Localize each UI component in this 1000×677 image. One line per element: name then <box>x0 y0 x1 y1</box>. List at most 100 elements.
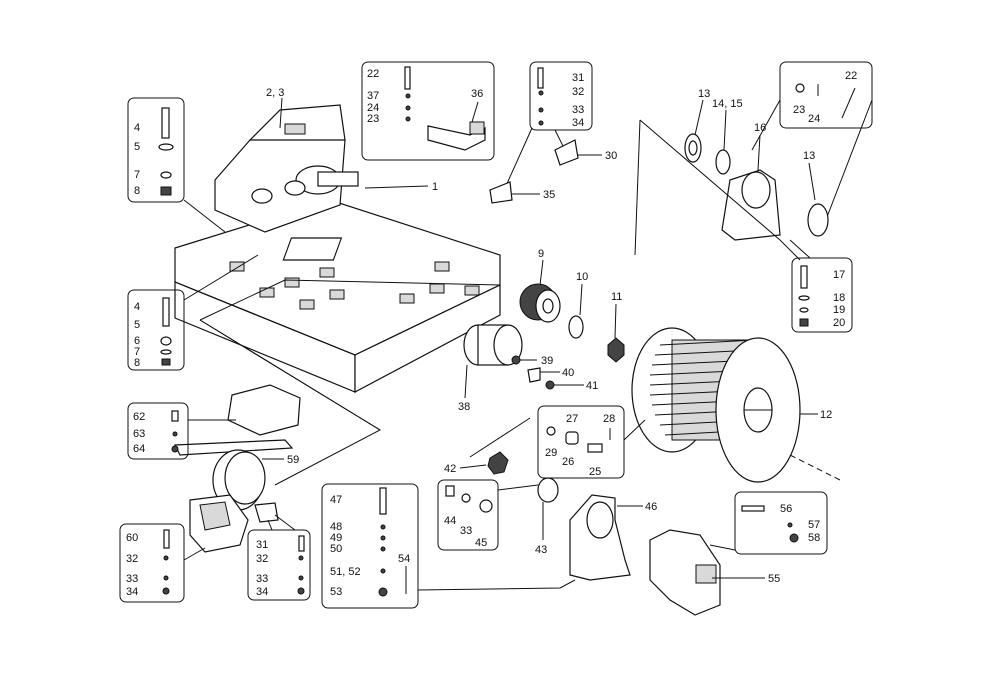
box-h-label-c: 29 <box>545 447 557 459</box>
box-b-label-0: 4 <box>134 301 140 313</box>
box-j-label-0: 47 <box>330 494 342 506</box>
pin-icon <box>795 83 805 93</box>
callout-box-m: 31 32 33 34 <box>247 514 311 601</box>
box-f-label-1: 18 <box>833 292 845 304</box>
sleeve-icon <box>160 336 172 346</box>
pin-icon <box>587 443 603 453</box>
box-l-label-1: 32 <box>126 553 138 565</box>
box-j-label-4: 51, 52 <box>330 566 361 578</box>
box-c-label-1: 37 <box>367 90 379 102</box>
bolt-icon <box>800 265 808 289</box>
box-m-label-3: 34 <box>256 586 268 598</box>
washer-icon <box>298 555 304 561</box>
box-b-label-4: 8 <box>134 357 140 369</box>
callout-35: 35 <box>543 189 555 201</box>
box-a-label-3: 8 <box>134 185 140 197</box>
box-c-label-0: 22 <box>367 68 379 80</box>
callout-42: 42 <box>444 463 456 475</box>
disc-icon <box>479 499 493 513</box>
box-f-label-2: 19 <box>833 304 845 316</box>
box-j-label-2: 49 <box>330 532 342 544</box>
callout-box-e: 22 23 24 <box>751 61 873 231</box>
nut-icon <box>789 533 799 543</box>
limit-switch-part <box>427 125 486 151</box>
motor-body <box>649 529 721 616</box>
box-i-label-a: 44 <box>444 515 456 527</box>
bearing <box>715 149 731 175</box>
box-l-label-2: 33 <box>126 573 138 585</box>
gear-group: 9 10 11 <box>519 248 625 363</box>
brake-bracket <box>254 502 279 523</box>
spider-coupling <box>487 451 509 475</box>
rope-drum: 12 <box>631 327 841 483</box>
washer-icon <box>461 493 471 503</box>
box-j-label-3: 50 <box>330 543 342 555</box>
box-h-label-e: 25 <box>589 466 601 478</box>
bolt-icon <box>162 297 170 327</box>
shaft-pin-icon <box>841 87 856 119</box>
box-h-label-a: 27 <box>566 413 578 425</box>
box-k-label-0: 56 <box>780 503 792 515</box>
callout-43: 43 <box>535 544 547 556</box>
brake-assembly: 59 <box>174 319 382 553</box>
washer-icon <box>546 426 556 436</box>
bolt-icon <box>379 487 387 515</box>
frame-pads <box>229 261 480 310</box>
brake-lever <box>174 439 294 456</box>
callout-14-15: 14, 15 <box>712 98 743 110</box>
callout-46: 46 <box>645 501 657 513</box>
callout-12: 12 <box>820 409 832 421</box>
box-e-label-top: 22 <box>845 70 857 82</box>
washer-icon <box>405 105 411 111</box>
box-m-label-2: 33 <box>256 573 268 585</box>
box-b-label-3: 7 <box>134 346 140 358</box>
callout-box-b: 4 5 6 7 8 <box>127 254 259 371</box>
box-a-label-1: 5 <box>134 141 140 153</box>
washer-icon <box>163 555 169 561</box>
box-g-label-0: 62 <box>133 411 145 423</box>
box-k-label-2: 58 <box>808 532 820 544</box>
washer-icon <box>787 522 793 528</box>
callout-59: 59 <box>287 454 299 466</box>
callout-box-g: 62 63 64 <box>127 402 236 460</box>
box-k-label-1: 57 <box>808 519 820 531</box>
box-g-label-1: 63 <box>133 428 145 440</box>
nut-icon <box>799 318 809 327</box>
pin-icon <box>404 66 411 90</box>
callout-box-a: 4 5 7 8 <box>127 97 226 233</box>
bearing-assembly: 13 14, 15 16 13 <box>634 88 829 261</box>
nut-icon <box>171 445 179 453</box>
box-c-label-2: 24 <box>367 102 379 114</box>
callout-40: 40 <box>562 367 574 379</box>
callout-13-left: 13 <box>698 88 710 100</box>
callout-36: 36 <box>471 88 483 100</box>
box-m-label-1: 32 <box>256 553 268 565</box>
box-b-label-1: 5 <box>134 319 140 331</box>
box-d-label-3: 34 <box>572 117 584 129</box>
washer-icon <box>538 90 544 96</box>
box-a-label-0: 4 <box>134 122 140 134</box>
callout-box-j: 47 48 49 50 51, 52 53 54 <box>321 483 576 609</box>
callout-9: 9 <box>538 248 544 260</box>
callout-1: 1 <box>432 181 438 193</box>
box-d-label-2: 33 <box>572 104 584 116</box>
box-a-label-2: 7 <box>134 169 140 181</box>
nut-icon <box>297 587 305 595</box>
callout-box-c: 22 37 24 23 36 <box>361 61 495 161</box>
box-l-label-3: 34 <box>126 586 138 598</box>
callout-55: 55 <box>768 573 780 585</box>
washer-icon <box>160 349 172 355</box>
box-i-label-c: 45 <box>475 537 487 549</box>
callout-2-3: 2, 3 <box>266 87 284 99</box>
cotter-icon <box>405 93 411 99</box>
seal-ring <box>807 203 829 237</box>
box-j-label-6: 54 <box>398 553 410 565</box>
nut-icon <box>161 358 171 366</box>
lock-nut <box>607 337 625 363</box>
washer-icon <box>172 431 178 437</box>
box-h-label-d: 26 <box>562 456 574 468</box>
box-e-label-mid: 24 <box>808 113 820 125</box>
box-b-label-2: 6 <box>134 335 140 347</box>
sleeve-icon <box>565 431 579 445</box>
